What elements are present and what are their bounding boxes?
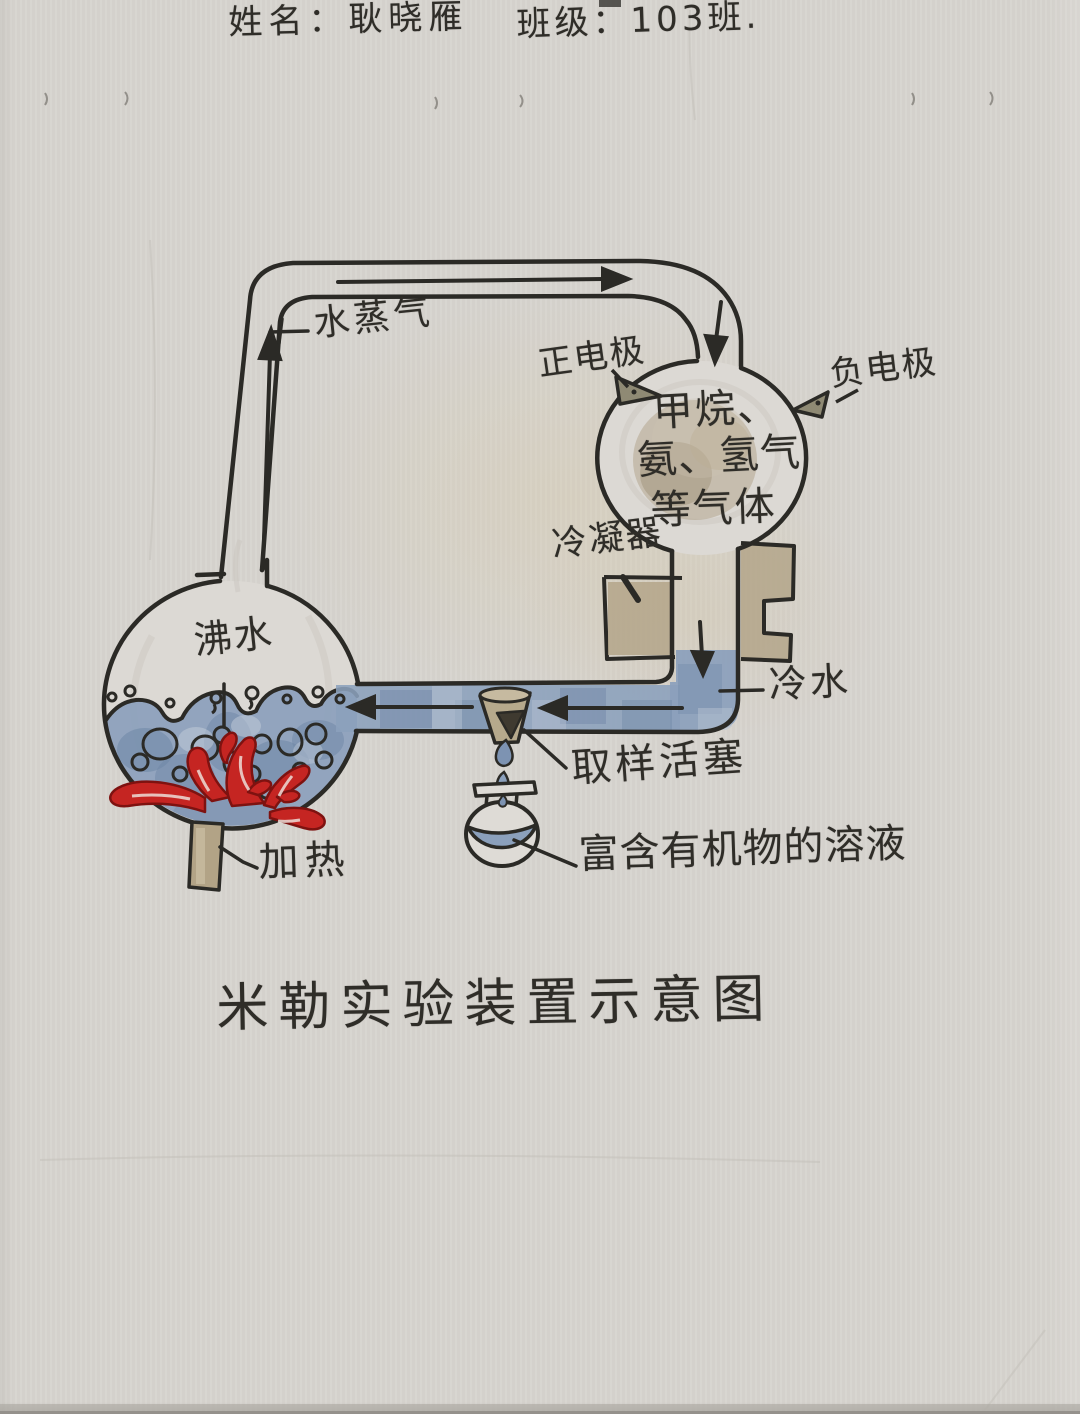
spark-flask-body-fill xyxy=(598,361,806,555)
label-heating: 加热 xyxy=(257,836,352,886)
pointer-lines xyxy=(218,317,765,870)
cold-water-pointer xyxy=(718,688,765,693)
punch-holes xyxy=(44,91,994,110)
label-gases-line3: 等气体 xyxy=(649,483,778,534)
waterline xyxy=(104,685,359,723)
page-bottom-line xyxy=(0,1411,1080,1414)
flames xyxy=(109,731,326,831)
flow-arrows xyxy=(257,266,729,721)
label-gases-line1: 甲烷、 xyxy=(651,383,781,436)
flow-arrow-left-outer xyxy=(344,694,474,720)
flow-arrow-up xyxy=(257,323,283,542)
heating-pointer xyxy=(218,845,259,870)
flow-arrow-top xyxy=(336,266,634,292)
condenser-pointer xyxy=(620,574,641,603)
negative-electrode-pointer xyxy=(835,388,859,404)
label-boiling-water: 沸水 xyxy=(191,610,276,663)
flow-arrow-left-inner xyxy=(536,695,684,721)
class-name: 班级：103班. xyxy=(515,0,761,45)
burner xyxy=(187,820,225,892)
flow-arrow-down-inlet xyxy=(703,300,729,368)
pipe-loop xyxy=(194,258,744,735)
collection-flask xyxy=(464,780,540,868)
water-vapor-tick xyxy=(277,317,284,345)
label-gases-line2: 氨、氢气 xyxy=(635,429,803,484)
page-top-edge-mark xyxy=(599,0,621,7)
gas-smudge xyxy=(633,398,757,520)
negative-electrode-tip xyxy=(791,390,830,419)
pipe-water-fill xyxy=(336,650,738,732)
student-name: 姓名：耿晓雁 xyxy=(227,0,469,43)
electrodes xyxy=(610,368,859,419)
burner-highlight xyxy=(196,828,205,884)
water-vapor-pointer xyxy=(268,329,310,334)
paper-creases xyxy=(39,9,1046,1411)
label-organic-solution: 富含有机物的溶液 xyxy=(577,820,908,878)
stopcock-pointer xyxy=(522,728,568,770)
diagram-title: 米勒实验装置示意图 xyxy=(215,969,775,1039)
sampling-stopcock xyxy=(478,686,532,745)
positive-electrode-pointer xyxy=(610,368,630,389)
label-cold-water: 冷水 xyxy=(767,658,853,707)
page-bottom-edge xyxy=(0,1404,1080,1414)
organic-solution-pointer xyxy=(512,838,578,868)
flow-arrow-down-condenser xyxy=(689,620,715,679)
condenser-blocks xyxy=(602,541,796,663)
